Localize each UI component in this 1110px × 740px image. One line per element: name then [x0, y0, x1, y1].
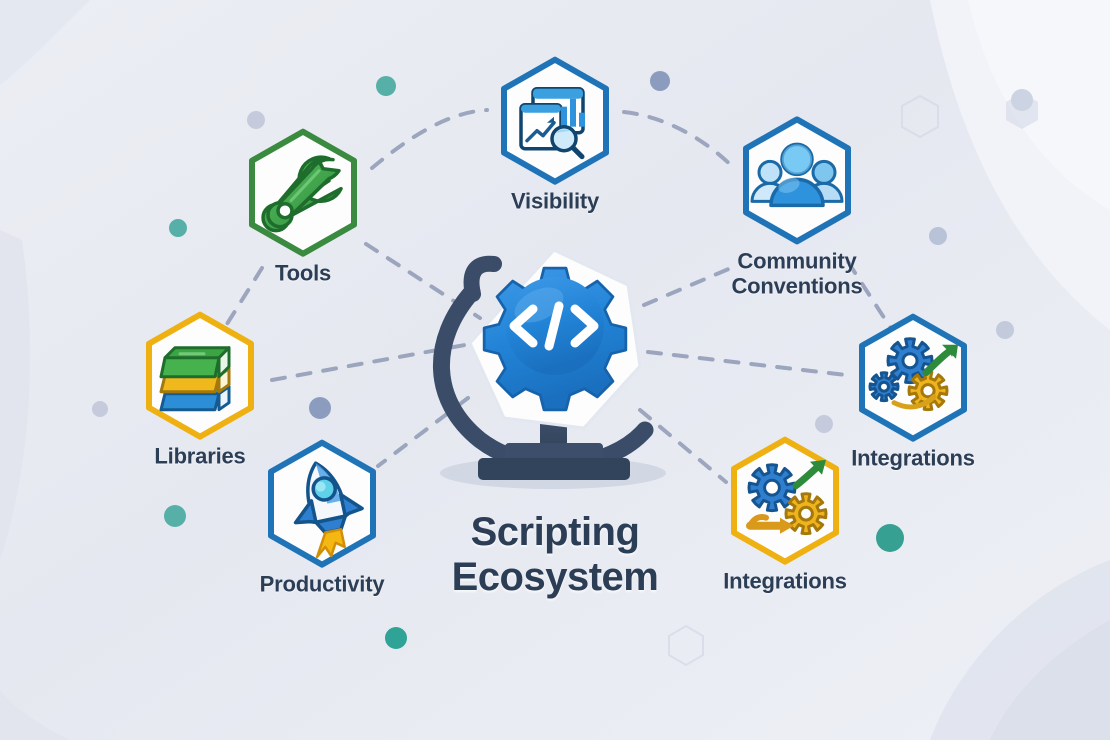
decor-dot [815, 415, 833, 433]
node-tools[interactable]: Tools [223, 128, 383, 287]
node-libraries[interactable]: Libraries [120, 311, 280, 470]
decor-dot [996, 321, 1014, 339]
node-productivity[interactable]: Productivity [242, 439, 402, 598]
connector-center-integrations-bottom [638, 408, 728, 484]
center-gear-icon [482, 266, 628, 412]
node-hexagon-visibility[interactable] [490, 56, 620, 186]
connector-visibility-community [622, 110, 738, 172]
node-label-integrations-right: Integrations [851, 445, 975, 471]
node-hexagon-community-conventions[interactable] [732, 115, 862, 245]
wrench-icon [261, 155, 343, 233]
node-label-tools: Tools [274, 260, 332, 286]
rocket-icon [293, 461, 364, 559]
node-hexagon-productivity[interactable] [257, 439, 387, 569]
node-hexagon-libraries[interactable] [135, 311, 265, 441]
connector-tools-libraries [220, 266, 264, 334]
gears-arrow-icon [868, 337, 958, 412]
connector-center-productivity [376, 396, 470, 468]
decor-dot [164, 505, 186, 527]
node-hexagon-tools[interactable] [238, 128, 368, 258]
decor-dot [376, 76, 396, 96]
decor-dot [309, 397, 331, 419]
connector-center-community [642, 263, 740, 307]
people-group-icon [750, 142, 844, 208]
node-integrations-bottom[interactable]: Integrations [705, 436, 865, 595]
decor-dot [385, 627, 407, 649]
dashboard-analytics-icon [519, 86, 585, 160]
node-label-visibility: Visibility [510, 188, 600, 214]
connector-community-integrations-right [846, 260, 894, 332]
globe-ring [433, 283, 654, 474]
decor-dot [876, 524, 904, 552]
node-label-productivity: Productivity [259, 571, 385, 597]
node-hexagon-integrations-right[interactable] [848, 313, 978, 443]
page-title: Scripting Ecosystem [451, 510, 659, 599]
connector-libraries-center [270, 343, 467, 382]
node-label-integrations-bottom: Integrations [723, 568, 847, 594]
node-visibility[interactable]: Visibility [475, 56, 635, 215]
decor-dot [92, 401, 108, 417]
node-hexagon-integrations-bottom[interactable] [720, 436, 850, 566]
node-label-community-conventions: Community Conventions [731, 248, 863, 298]
globe-arm [463, 255, 502, 302]
decorative-dots [92, 71, 1033, 649]
decor-dot [1011, 89, 1033, 111]
connector-tools-visibility [370, 108, 489, 170]
node-label-libraries: Libraries [154, 443, 246, 469]
decor-dot [169, 219, 187, 237]
connector-center-integrations-right [646, 350, 848, 377]
decor-dot [650, 71, 670, 91]
node-integrations-right[interactable]: Integrations [833, 313, 993, 472]
gears-arrows-icon [746, 459, 828, 536]
globe-base [478, 458, 630, 480]
decor-dot [929, 227, 947, 245]
node-community-conventions[interactable]: Community Conventions [717, 115, 877, 298]
decor-dot [247, 111, 265, 129]
stacked-books-icon [159, 346, 231, 412]
